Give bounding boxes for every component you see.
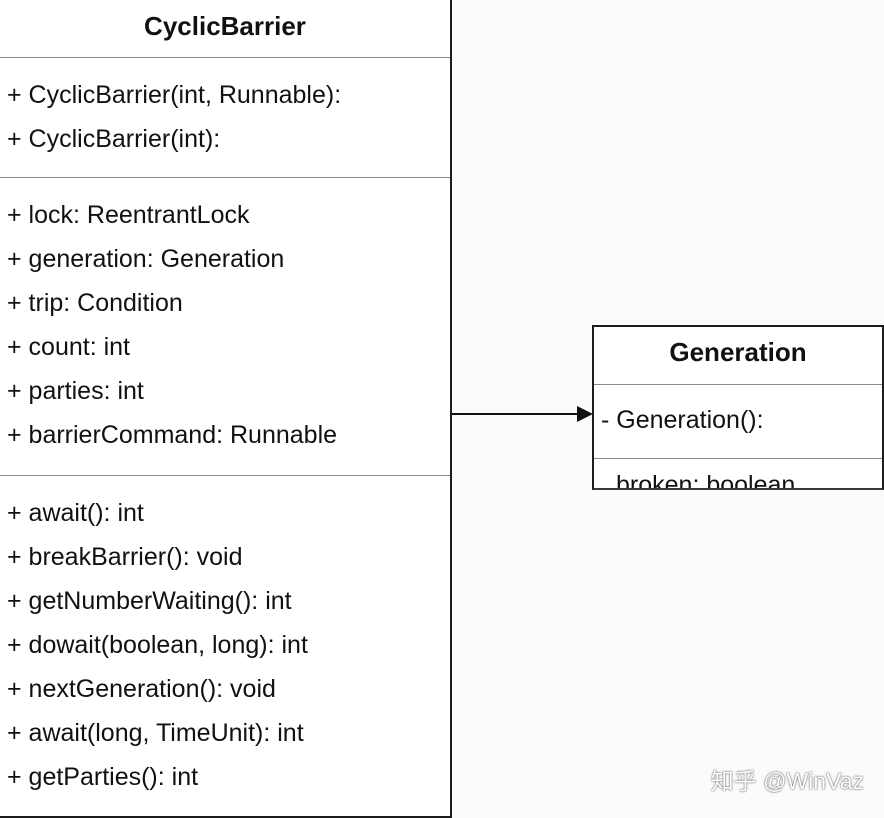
- field-entry: broken: boolean: [616, 471, 796, 490]
- field-entry: + count: int: [7, 333, 130, 361]
- method-entry: + getParties(): int: [7, 763, 199, 791]
- watermark-label: 知乎 @WinVaz: [710, 768, 864, 794]
- cyclic-barrier-constructors: + CyclicBarrier(int, Runnable): + Cyclic…: [0, 58, 450, 178]
- method-entry: + await(long, TimeUnit): int: [7, 719, 304, 747]
- cyclic-barrier-fields: + lock: ReentrantLock + generation: Gene…: [0, 178, 450, 476]
- cyclic-barrier-class: CyclicBarrier + CyclicBarrier(int, Runna…: [0, 0, 452, 818]
- generation-class-title: Generation: [594, 327, 882, 385]
- field-entry: + trip: Condition: [7, 289, 183, 317]
- method-entry: + await(): int: [7, 499, 144, 527]
- generation-fields: broken: boolean: [594, 459, 882, 490]
- arrowhead-icon: [577, 406, 593, 422]
- cyclic-barrier-class-title: CyclicBarrier: [0, 0, 450, 58]
- method-entry: + getNumberWaiting(): int: [7, 587, 292, 615]
- generation-constructors: - Generation():: [594, 385, 882, 459]
- generation-class: Generation - Generation(): broken: boole…: [592, 325, 884, 490]
- field-entry: + barrierCommand: Runnable: [7, 421, 338, 449]
- field-entry: + lock: ReentrantLock: [7, 201, 250, 229]
- field-entry: + generation: Generation: [7, 245, 285, 273]
- constructor-entry: - Generation():: [601, 406, 764, 434]
- cyclic-barrier-methods: + await(): int + breakBarrier(): void + …: [0, 476, 450, 799]
- method-entry: + dowait(boolean, long): int: [7, 631, 308, 659]
- constructor-entry: + CyclicBarrier(int, Runnable):: [7, 81, 342, 109]
- constructor-entry: + CyclicBarrier(int):: [7, 125, 221, 153]
- method-entry: + nextGeneration(): void: [7, 675, 276, 703]
- field-entry: + parties: int: [7, 377, 144, 405]
- method-entry: + breakBarrier(): void: [7, 543, 243, 571]
